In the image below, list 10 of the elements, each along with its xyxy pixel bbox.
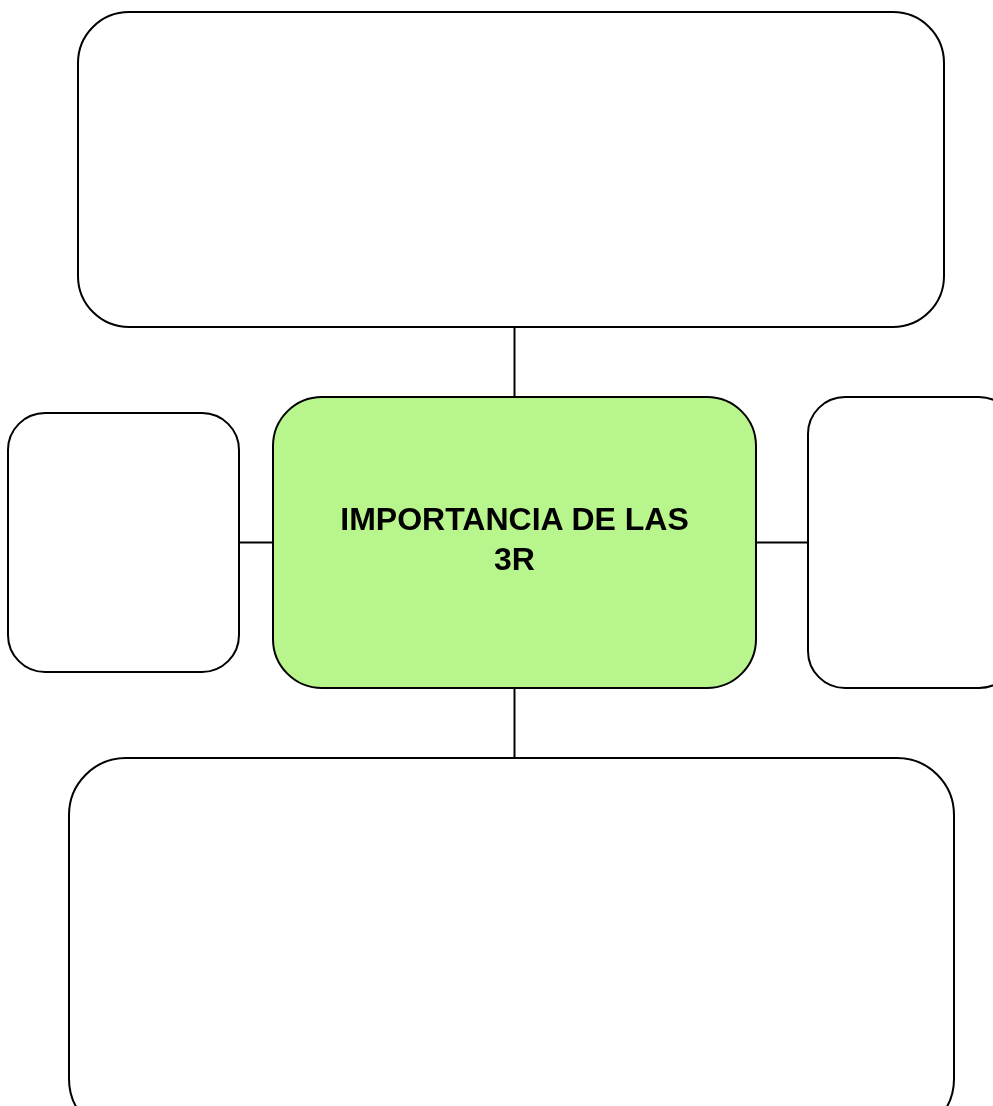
connector-line bbox=[756, 541, 808, 544]
empty-box bbox=[68, 757, 955, 1106]
topic-box bbox=[272, 396, 757, 689]
connector-line bbox=[513, 688, 516, 758]
connector-line bbox=[239, 541, 273, 544]
topic-text: IMPORTANCIA DE LAS 3R bbox=[339, 499, 690, 579]
empty-box bbox=[77, 11, 945, 328]
empty-box bbox=[807, 396, 993, 689]
empty-box bbox=[7, 412, 240, 673]
connector-line bbox=[513, 327, 516, 397]
